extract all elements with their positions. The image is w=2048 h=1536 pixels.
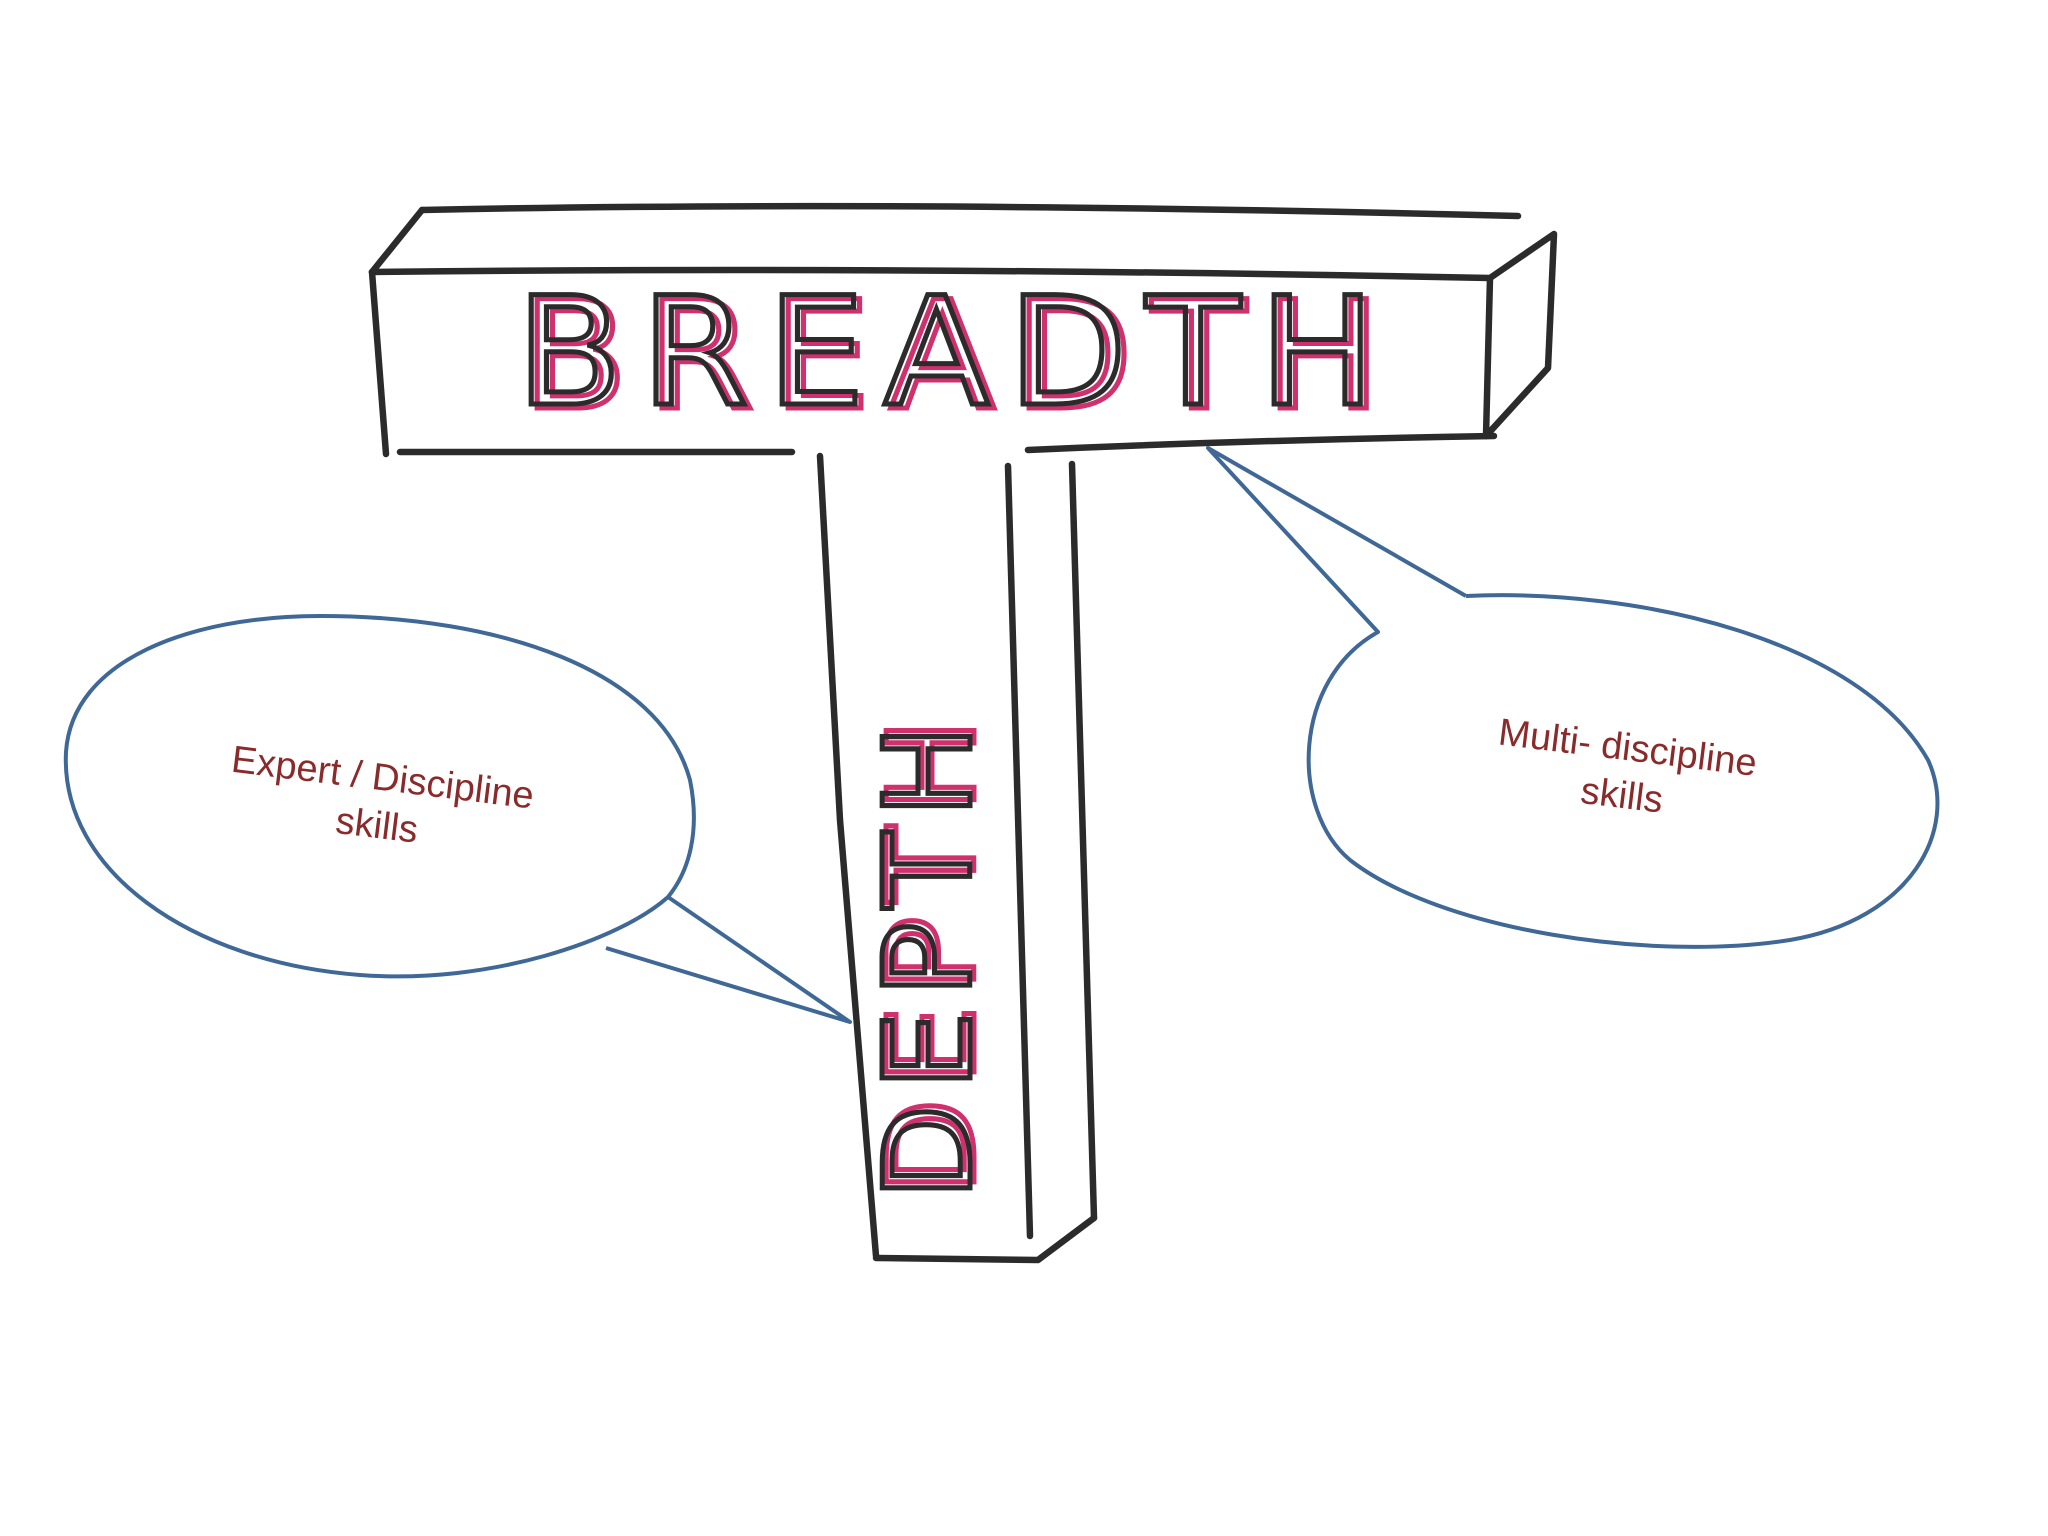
breadth-label-group: BREADTH BREADTH xyxy=(514,264,1400,447)
breadth-label: BREADTH xyxy=(516,266,1394,440)
depth-stem-left-edge xyxy=(816,452,880,1260)
right-speech-bubble: Multi- discipline skills xyxy=(1206,446,1940,949)
depth-label: DEPTH xyxy=(860,710,999,1200)
left-callout-line2: skills xyxy=(333,800,420,852)
depth-stem-bottom xyxy=(872,1214,1098,1264)
depth-label-highlight: DEPTH xyxy=(864,704,1003,1194)
breadth-label-highlight: BREADTH xyxy=(522,270,1400,444)
left-bubble-outline xyxy=(63,614,852,1024)
depth-label-group: DEPTH DEPTH xyxy=(858,702,1006,1203)
breadth-bar-front-top xyxy=(368,266,1494,282)
right-bubble-outline xyxy=(1206,446,1940,949)
depth-stem xyxy=(816,452,1098,1264)
right-callout-line2: skills xyxy=(1578,770,1665,822)
breadth-bar-right-edge xyxy=(1482,274,1494,440)
breadth-bar-left-edge xyxy=(368,268,390,458)
breadth-bar-left-slant xyxy=(368,206,426,276)
breadth-bar-bottom-right xyxy=(1024,432,1498,454)
breadth-bar-side-face xyxy=(1482,230,1558,440)
left-speech-bubble: Expert / Discipline skills xyxy=(63,614,852,1024)
breadth-bar xyxy=(368,202,1558,458)
depth-stem-inner-edge xyxy=(1004,462,1034,1240)
depth-stem-outer-edge xyxy=(1068,460,1098,1222)
breadth-bar-top-edge xyxy=(418,202,1522,220)
